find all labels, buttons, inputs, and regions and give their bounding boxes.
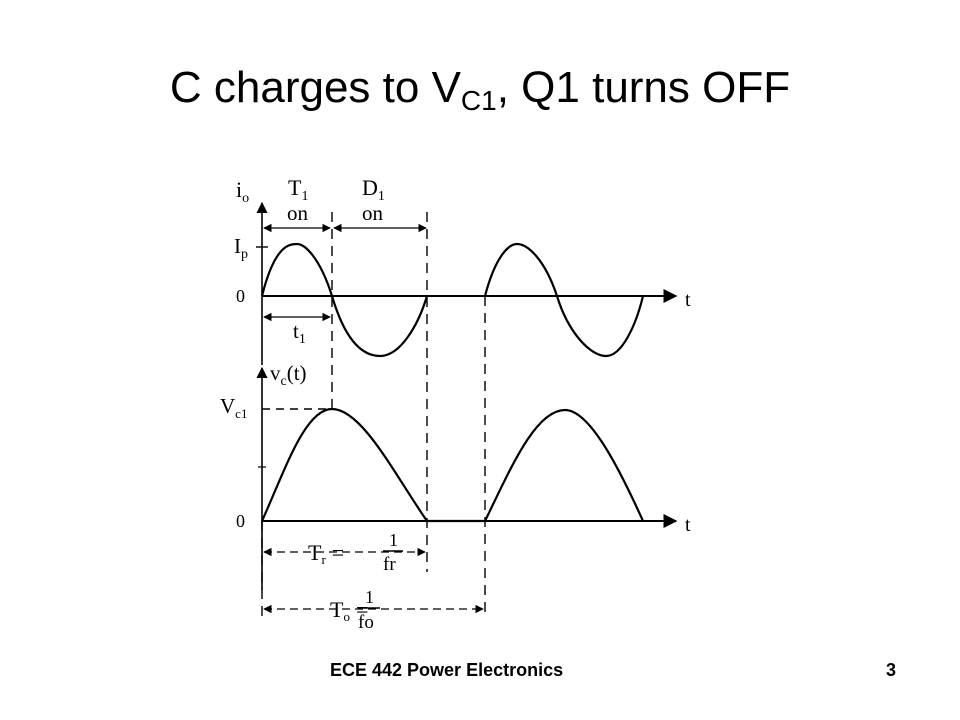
slide-title-subscript: C1 (460, 85, 497, 116)
to-numerator: 1 (365, 587, 374, 607)
t1-on-label: T1 (288, 175, 308, 204)
t1-small-label: t1 (293, 319, 306, 347)
vc1-label: Vc1 (220, 394, 247, 421)
d1-on-label: D1 (362, 175, 385, 204)
io-label: io (236, 177, 249, 206)
zero-label-top: 0 (236, 286, 245, 306)
tr-numerator: 1 (389, 530, 398, 550)
to-denominator: fo (358, 612, 374, 633)
vc-waveform-second (484, 408, 645, 522)
to-label: To= (330, 597, 368, 624)
footer-course-name: ECE 442 Power Electronics (330, 660, 564, 680)
ip-label: Ip (234, 234, 248, 262)
zero-label-bottom: 0 (236, 511, 245, 531)
t-axis-label-bottom: t (685, 514, 691, 536)
d1-on-word: on (362, 201, 384, 225)
io-waveform-first (260, 242, 429, 358)
t-axis-label-top: t (685, 289, 691, 311)
t1-on-word: on (287, 201, 309, 225)
slide-title: C charges to VC1, Q1 turns OFF (0, 60, 960, 116)
slide-title-main: C charges to V (169, 63, 461, 112)
tr-denominator: fr (383, 554, 396, 575)
vc-waveform-first (260, 407, 485, 523)
tr-label: Tr= (308, 540, 344, 567)
slide-title-rest: , Q1 turns OFF (496, 63, 791, 112)
io-waveform-second (483, 242, 645, 358)
vc-label: vc(t) (270, 361, 307, 389)
page-number: 3 (886, 660, 897, 680)
